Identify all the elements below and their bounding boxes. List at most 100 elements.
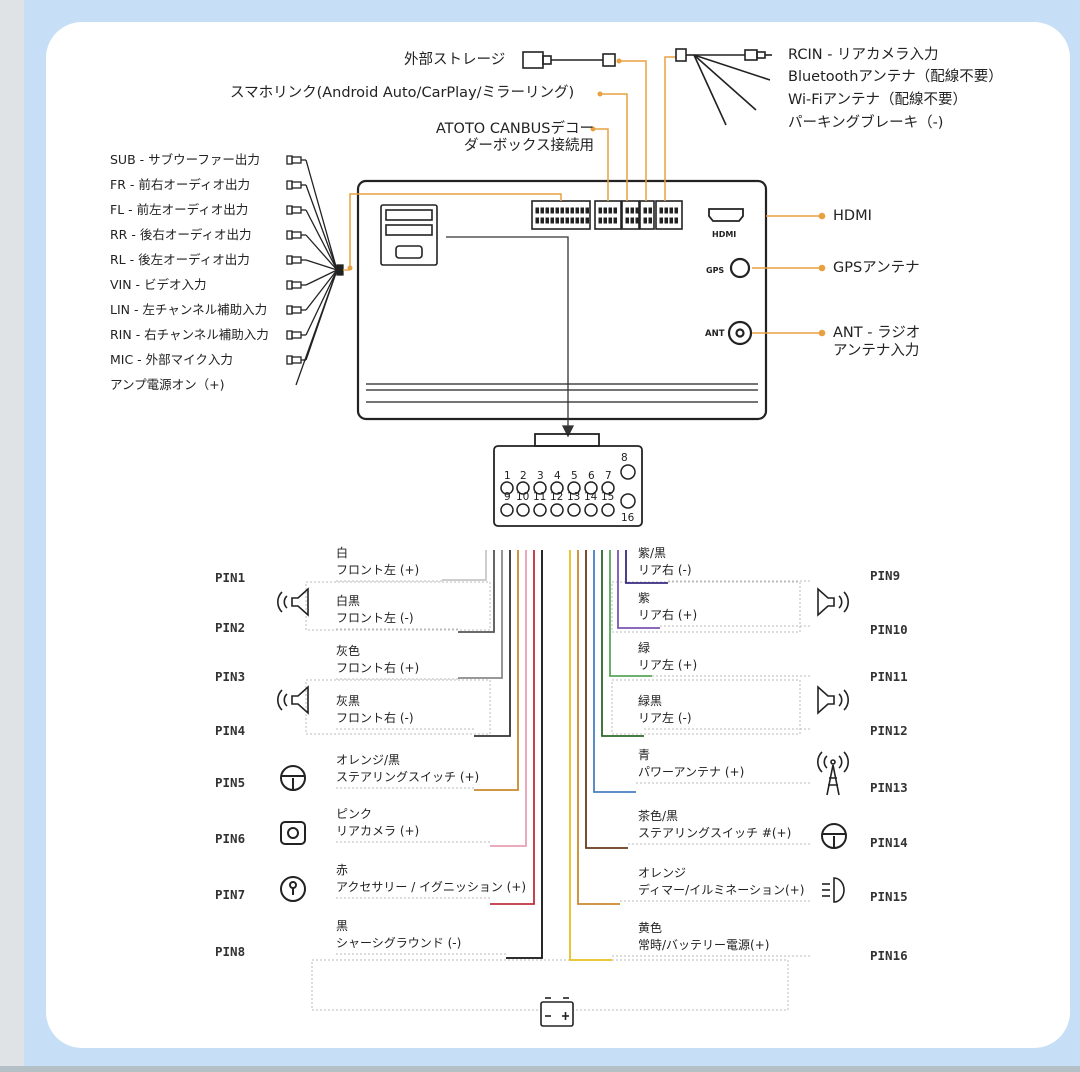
left-output-label: RL - 後左オーディオ出力 (110, 252, 250, 267)
pin-number: 14 (584, 491, 598, 503)
wire-function: リア左 (+) (638, 658, 698, 672)
wire-color-name: 茶色/黒 (638, 809, 679, 823)
wire-pin11 (609, 550, 652, 677)
pin-label-pin12: PIN12 (870, 723, 908, 738)
pin-label-pin11: PIN11 (870, 669, 908, 684)
wire-pin16 (569, 550, 612, 961)
wire-function: フロント右 (+) (336, 661, 420, 675)
left-output-label: VIN - ビデオ入力 (110, 277, 207, 292)
wire-function: フロント右 (-) (336, 711, 414, 725)
diagram-card (46, 22, 1070, 1048)
wire-function: ステアリングスイッチ #(+) (638, 826, 792, 840)
pin-number: 11 (533, 491, 546, 503)
pin-label-pin14: PIN14 (870, 835, 908, 850)
left-output-label: SUB - サブウーファー出力 (110, 152, 260, 167)
pin-label-pin7: PIN7 (215, 887, 246, 902)
dimmer-icon (822, 877, 845, 903)
bottom-border (0, 1066, 1080, 1072)
hdmi-port (708, 208, 744, 222)
ant-label-line1: ANT - ラジオ (833, 325, 921, 341)
wire-pin12 (601, 550, 644, 737)
speaker-front-left-icon (277, 587, 309, 617)
pin-number: 7 (605, 470, 612, 482)
wire-color-name: 黒 (336, 919, 349, 933)
wire-pin3 (458, 550, 503, 679)
ant-socket (727, 320, 753, 346)
external-storage-label: 外部ストレージ (404, 52, 506, 68)
svg-text:16: 16 (621, 512, 635, 524)
rca-plug-icon (286, 155, 306, 165)
left-output-label: RIN - 右チャンネル補助入力 (110, 327, 269, 342)
wire-function: リア右 (-) (638, 563, 692, 577)
rca-plug-icon (286, 255, 306, 265)
wifi-label: Wi-Fiアンテナ（配線不要） (788, 92, 968, 108)
pin-label-pin1: PIN1 (215, 570, 246, 585)
wire-color-name: 白黒 (336, 594, 361, 608)
wire-color-name: 灰黒 (336, 694, 361, 708)
speaker-front-right-icon (277, 685, 309, 715)
wire-color-name: 灰色 (336, 644, 361, 658)
pin-label-pin4: PIN4 (215, 723, 246, 738)
pin-number: 12 (550, 491, 563, 503)
pin-label-pin2: PIN2 (215, 620, 246, 635)
wire-color-name: ピンク (336, 807, 373, 821)
wire-color-name: 紫 (638, 591, 651, 605)
pin-number: 10 (516, 491, 529, 503)
wire-function: シャーシグラウンド (-) (336, 936, 462, 950)
pin-label-pin3: PIN3 (215, 669, 246, 684)
ignition-key-icon (280, 876, 306, 902)
pin-label-pin16: PIN16 (870, 948, 908, 963)
wire-function: フロント左 (+) (336, 563, 420, 577)
wire-pin6 (490, 550, 527, 847)
bluetooth-label: Bluetoothアンテナ（配線不要） (788, 69, 1003, 85)
steering-wheel-icon-right (821, 823, 847, 849)
pin-label-pin8: PIN8 (215, 944, 246, 959)
wire-color-name: オレンジ (638, 866, 687, 880)
gps-label: GPSアンテナ (833, 260, 920, 276)
wire-pin7 (490, 550, 535, 905)
rca-plug-icon (286, 230, 306, 240)
steering-wheel-icon (280, 765, 306, 791)
rca-plug-icon (286, 205, 306, 215)
pin-label-pin10: PIN10 (870, 622, 908, 637)
wire-pin14 (585, 550, 628, 849)
left-output-label: アンプ電源オン（+) (110, 377, 225, 392)
wire-color-name: 赤 (336, 863, 349, 877)
pin-label-pin15: PIN15 (870, 889, 908, 904)
left-output-label: MIC - 外部マイク入力 (110, 352, 233, 367)
left-output-label: LIN - 左チャンネル補助入力 (110, 302, 268, 317)
wire-color-name: 紫/黒 (638, 546, 667, 560)
wire-function: リア左 (-) (638, 711, 692, 725)
left-output-label: FR - 前右オーディオ出力 (110, 177, 250, 192)
battery-icon (540, 997, 574, 1027)
ant-port-label: ANT (705, 329, 725, 339)
left-output-label: RR - 後右オーディオ出力 (110, 227, 252, 242)
wire-pin8 (506, 550, 543, 959)
svg-text:8: 8 (621, 452, 628, 464)
wire-pin1 (442, 550, 487, 581)
rca-plug-icon (286, 305, 306, 315)
wire-color-name: オレンジ/黒 (336, 753, 401, 767)
wire-function: リア右 (+) (638, 608, 698, 622)
connector-block (531, 200, 683, 230)
wire-pin15 (577, 550, 620, 905)
gps-socket (729, 257, 751, 279)
sixteen-pin-connector (493, 433, 643, 527)
pin-number: 3 (537, 470, 544, 482)
wire-pin2 (458, 550, 495, 633)
ant-label-line2: アンテナ入力 (833, 343, 920, 359)
wire-function: リアカメラ (+) (336, 824, 420, 838)
left-output-wires (286, 155, 350, 386)
hdmi-port-label: HDMI (712, 230, 737, 239)
pin-number: 4 (554, 470, 561, 482)
rca-plug-icon (286, 180, 306, 190)
wire-color-name: 黄色 (638, 921, 663, 935)
pin-number: 6 (588, 470, 595, 482)
wire-pin5 (474, 550, 519, 791)
wire-pin10 (617, 550, 660, 629)
pin-label-pin5: PIN5 (215, 775, 246, 790)
parking-brake-label: パーキングブレーキ（-) (788, 115, 944, 131)
wire-function: フロント左 (-) (336, 611, 414, 625)
wire-pin4 (474, 550, 511, 737)
pin-number: 2 (520, 470, 527, 482)
